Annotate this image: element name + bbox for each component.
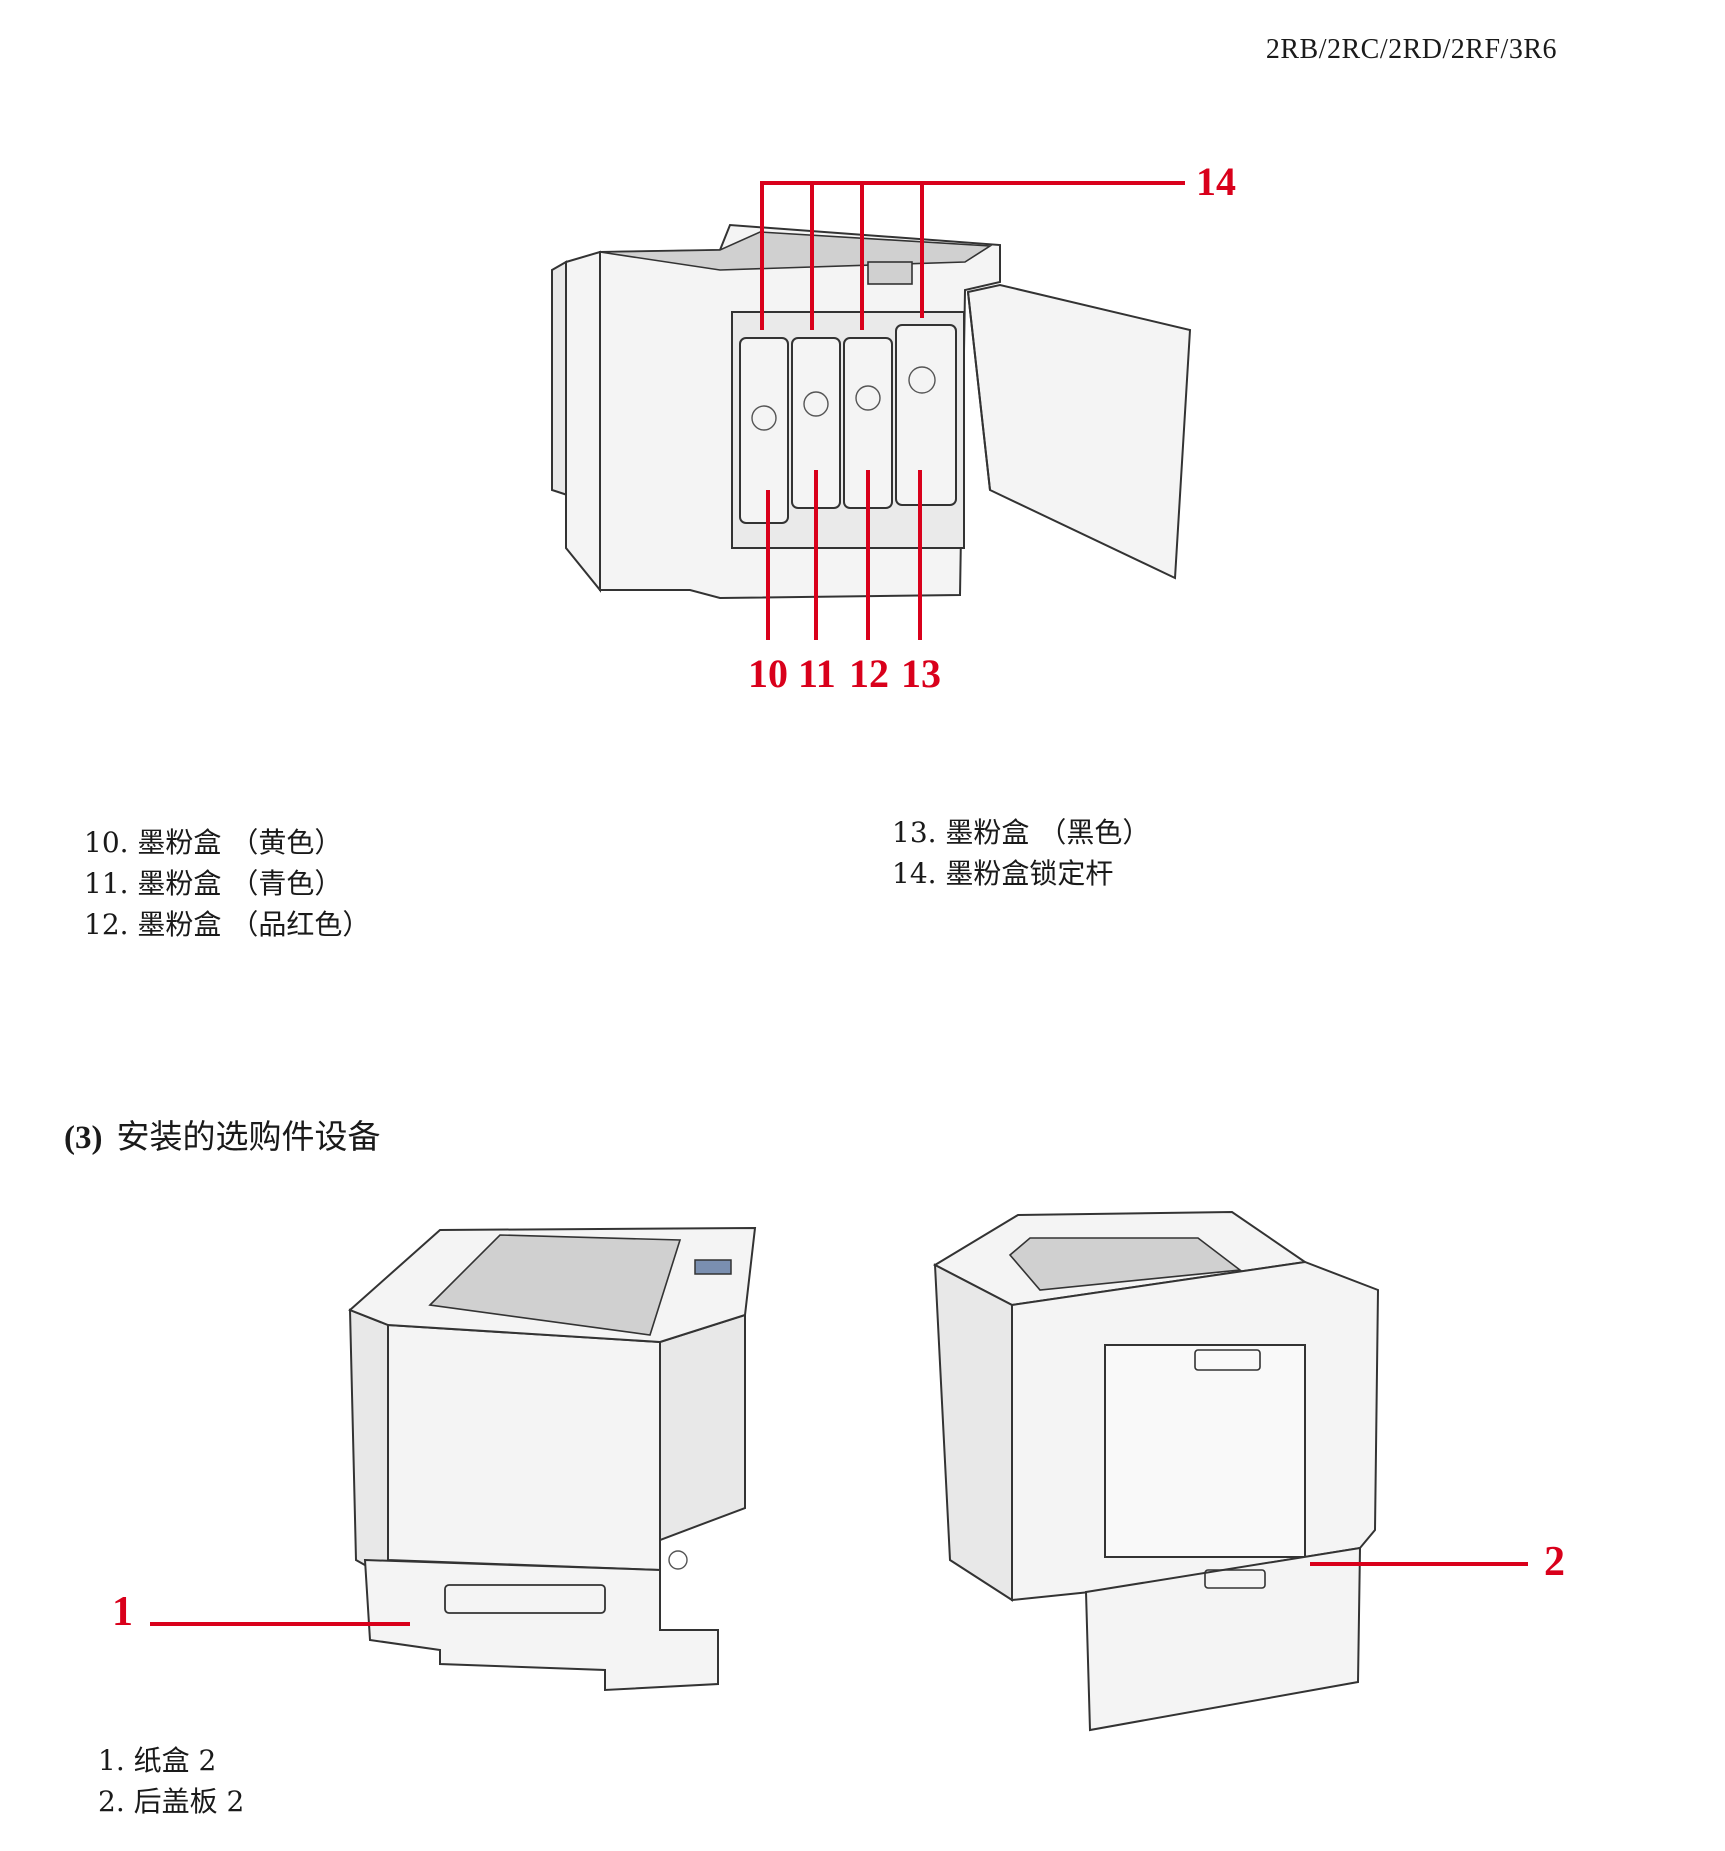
legend-item: 2. 后盖板 2: [98, 1785, 245, 1818]
legend-bottom: 1. 纸盒 2 2. 后盖板 2: [98, 1740, 244, 1822]
rear-cover-2: [1084, 1546, 1362, 1732]
section-number: (3): [64, 1120, 103, 1156]
section-title: 安装的选购件设备: [116, 1117, 381, 1156]
callout-14: 14: [1196, 159, 1236, 204]
legend-item: 10. 墨粉盒 （黄色）: [84, 826, 343, 859]
callout-2: 2: [1544, 1539, 1565, 1585]
callout-13: 13: [901, 651, 941, 696]
callout-12: 12: [849, 651, 889, 696]
callout-10: 10: [748, 651, 788, 696]
printer-toner-illustration: [551, 181, 1192, 640]
legend-top-left: 10. 墨粉盒 （黄色） 11. 墨粉盒 （青色） 12. 墨粉盒 （品红色）: [84, 822, 370, 945]
legend-item: 11. 墨粉盒 （青色）: [84, 867, 343, 900]
legend-top-right: 13. 墨粉盒 （黑色） 14. 墨粉盒锁定杆: [892, 812, 1150, 894]
legend-item: 12. 墨粉盒 （品红色）: [84, 908, 371, 941]
callout-11: 11: [798, 651, 836, 696]
paper-tray-2: [363, 1558, 719, 1692]
section-heading: (3) 安装的选购件设备: [64, 1110, 380, 1158]
legend-item: 1. 纸盒 2: [98, 1744, 217, 1777]
legend-item: 13. 墨粉盒 （黑色）: [892, 816, 1151, 849]
toner-cartridges: [739, 324, 957, 524]
callout-1: 1: [112, 1589, 133, 1635]
legend-item: 14. 墨粉盒锁定杆: [892, 857, 1114, 890]
model-code: 2RB/2RC/2RD/2RF/3R6: [1265, 34, 1557, 65]
